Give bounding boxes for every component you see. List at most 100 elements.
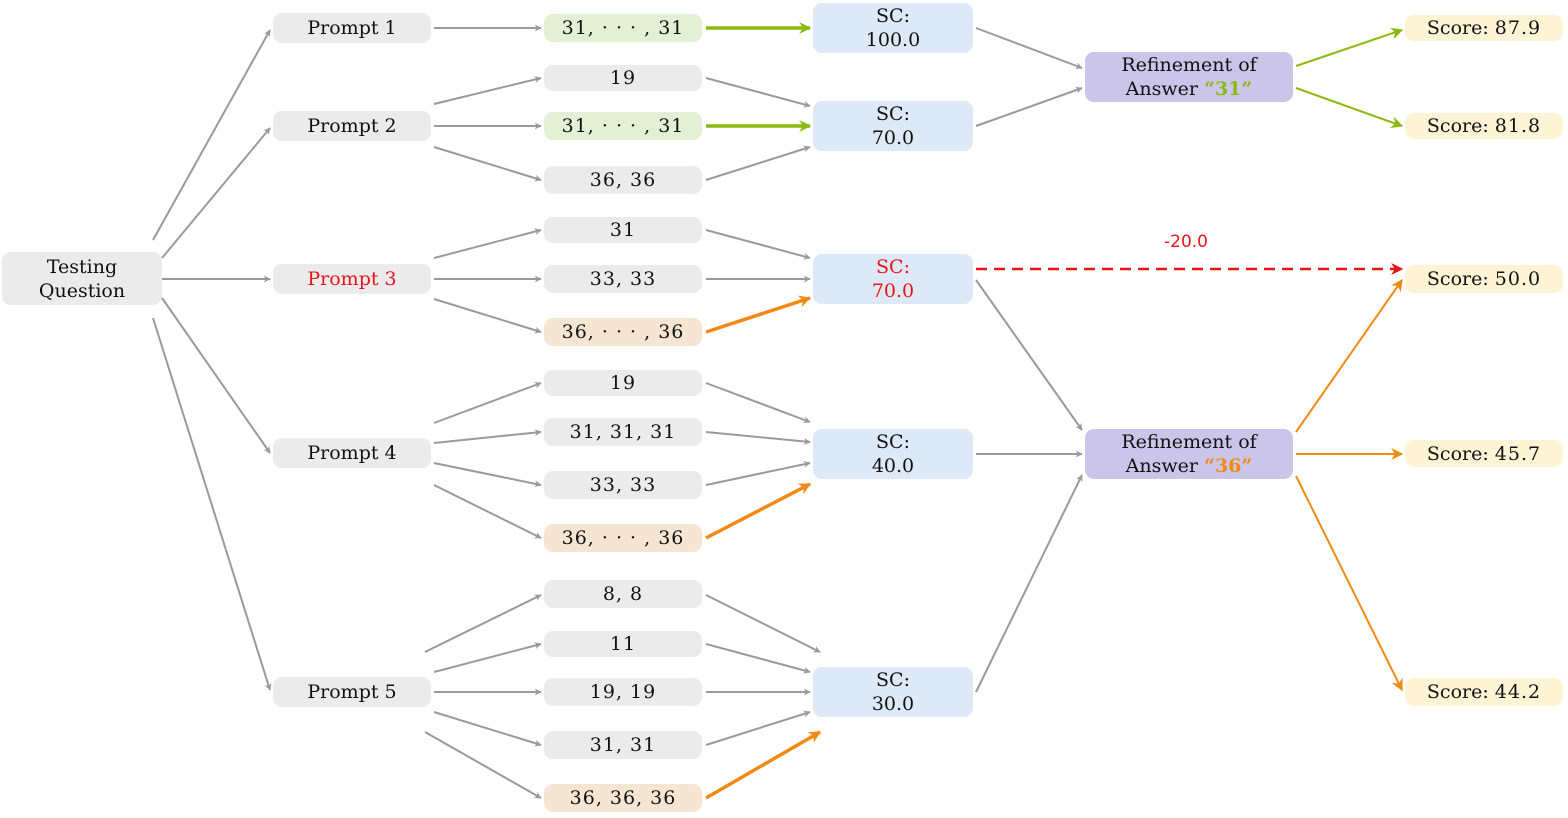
edge-a-sc4-b [705,431,811,445]
refinement-line2: Answer “31” [1126,77,1253,101]
answer-node: 19 [544,370,702,396]
score-node-4: Score: 45.7 [1405,440,1563,467]
edge-p5-a2 [433,642,542,673]
prompt-label: Prompt 1 [307,17,397,39]
edge-a-sc4-c [705,460,811,486]
edge-p4-a4 [433,484,542,539]
sc-value: 40.0 [871,455,915,477]
sc-label: SC: [876,256,910,278]
answer-text: 33, 33 [589,474,657,496]
edge-sc5-ref2 [975,474,1083,693]
answer-node: 19, 19 [544,678,702,706]
edge-question-prompt5 [152,317,272,691]
sc-value: 30.0 [871,693,915,715]
edge-a-sc3-highlight [705,295,812,334]
edge-p3-a3 [433,298,542,334]
answer-node: 36, · · · , 36 [544,524,702,552]
prompt-label: Prompt 5 [307,681,397,703]
refinement-prefix: Answer [1125,455,1205,477]
answer-node: 31, · · · , 31 [544,112,702,140]
prompt-label: Prompt 2 [307,115,397,137]
edge-question-prompt2 [161,127,271,259]
sc-node-4: SC: 40.0 [813,429,973,479]
score-node-2: Score: 81.8 [1405,113,1563,139]
prompt-4-node: Prompt 4 [273,438,431,468]
edge-p2-a3 [433,146,542,182]
prompt-2-node: Prompt 2 [273,111,431,141]
edge-a-sc2-b [705,145,811,181]
answer-text: 31, · · · , 31 [561,17,685,39]
question-line2: Question [38,279,126,302]
prompt-label: Prompt 3 [307,268,397,290]
score-drop-label: -20.0 [1164,232,1208,252]
answer-text: 36, · · · , 36 [561,527,685,549]
edge-p3-a1 [433,228,542,259]
answer-node: 8, 8 [544,580,702,608]
score-label: Score: [1426,17,1489,39]
refinement-answer: “36” [1204,455,1253,477]
sc-label: SC: [876,5,910,27]
answer-text: 36, · · · , 36 [561,321,685,343]
refinement-node-36: Refinement of Answer “36” [1085,429,1293,479]
edge-sc2-ref1 [975,86,1083,127]
answer-node: 33, 33 [544,471,702,499]
edge-p2-a1 [433,76,542,105]
edge-p5-a1 [424,594,542,653]
score-node-3: Score: 50.0 [1405,265,1563,293]
answer-node: 31, 31, 31 [544,418,702,446]
answer-text: 19, 19 [589,681,657,703]
edge-a-sc2 [705,77,811,108]
answer-text: 11 [609,633,637,655]
edge-ref2-score3 [1295,279,1403,433]
prompt-1-node: Prompt 1 [273,13,431,43]
score-label: Score: [1426,681,1489,703]
refinement-node-31: Refinement of Answer “31” [1085,52,1293,102]
edge-a-sc4-highlight [705,482,812,540]
sc-value: 70.0 [871,127,915,149]
edge-question-prompt1 [152,29,271,241]
edge-p5-a5 [424,731,542,799]
sc-node-5: SC: 30.0 [813,667,973,717]
edge-sc3-ref2 [975,279,1083,431]
answer-node: 31 [544,217,702,243]
answer-text: 8, 8 [602,583,644,605]
answer-text: 31, 31, 31 [569,421,677,443]
refinement-line2: Answer “36” [1126,454,1253,478]
answer-node: 31, 31 [544,731,702,759]
refinement-line1: Refinement of [1121,431,1257,453]
answer-text: 19 [609,372,637,394]
answer-node: 11 [544,631,702,657]
score-value: 87.9 [1494,17,1542,39]
sc-node-1: SC: 100.0 [813,3,973,53]
sc-node-3: SC: 70.0 [813,254,973,304]
answer-node: 31, · · · , 31 [544,14,702,42]
answer-text: 31, 31 [589,734,657,756]
answer-node: 36, · · · , 36 [544,318,702,346]
sc-value: 100.0 [865,29,921,51]
testing-question-node: Testing Question [2,252,162,305]
edge-p4-a3 [433,462,542,488]
sc-value: 70.0 [871,280,915,302]
prompt-5-node: Prompt 5 [273,677,431,707]
edge-ref1-score1 [1295,27,1404,67]
score-value: 44.2 [1494,681,1542,703]
edge-p4-a2 [433,429,542,444]
edge-a-sc5-d [705,710,811,746]
prompt-label: Prompt 4 [307,442,397,464]
answer-node: 36, 36 [544,166,702,194]
score-node-1: Score: 87.9 [1405,15,1563,41]
question-line1: Testing [46,255,118,278]
sc-node-2: SC: 70.0 [813,101,973,151]
sc-label: SC: [876,431,910,453]
answer-text: 36, 36 [589,169,657,191]
edge-sc1-ref1 [975,27,1083,70]
edge-a-sc5 [705,594,821,653]
refinement-prefix: Answer [1125,78,1205,100]
prompt-3-node: Prompt 3 [273,264,431,294]
edge-ref1-score2 [1295,87,1404,129]
score-node-5: Score: 44.2 [1405,678,1563,706]
refinement-answer: “31” [1204,78,1253,100]
answer-text: 19 [609,67,637,89]
score-label: Score: [1426,442,1489,465]
